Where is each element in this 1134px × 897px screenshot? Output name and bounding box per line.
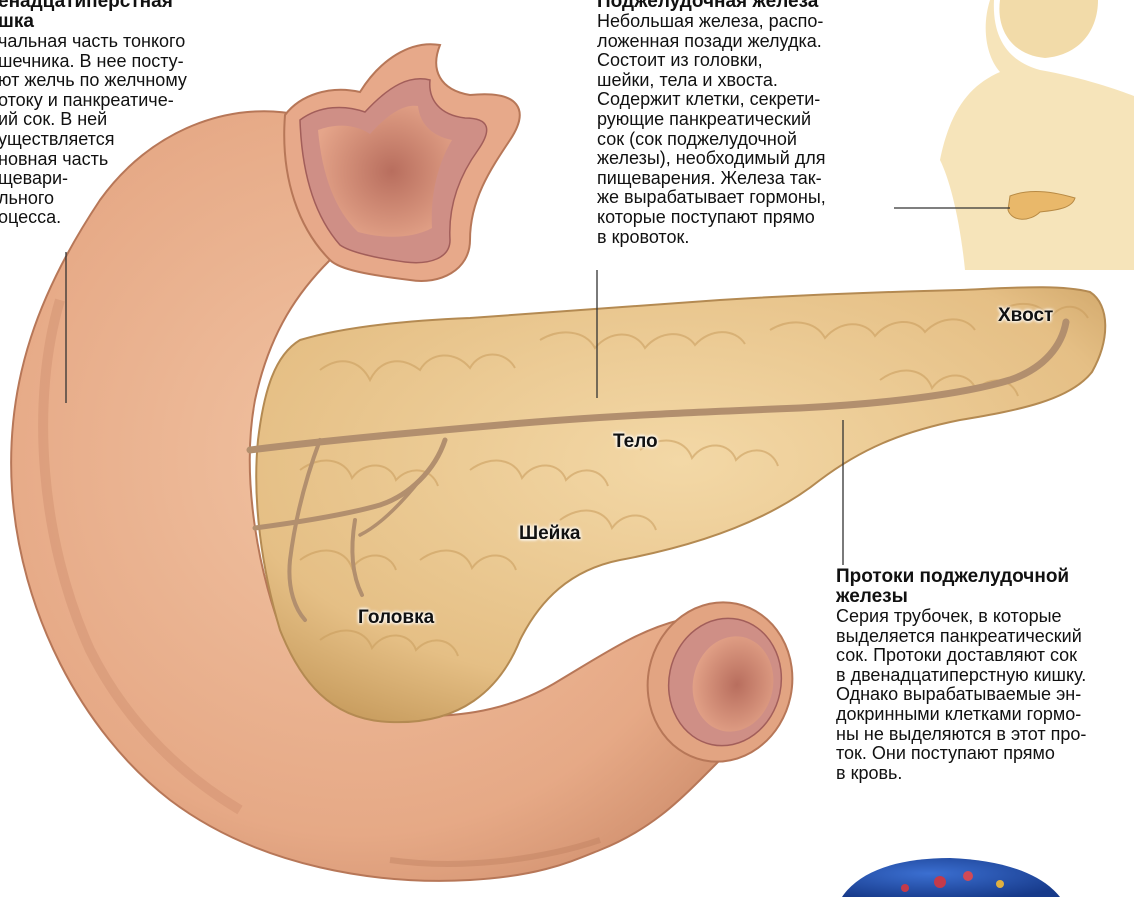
- duodenum-text-line-5: ий сок. В ней: [0, 110, 187, 130]
- duodenum-text-line-4: отоку и панкреатиче-: [0, 91, 187, 111]
- label-head: Головка: [358, 608, 434, 628]
- pancreas-text-line-2: ложенная позади желудка.: [597, 32, 826, 52]
- ducts-text-line-4: в двенадцатиперстную кишку.: [836, 666, 1086, 686]
- pancreas-text-line-1: Небольшая железа, распо-: [597, 12, 826, 32]
- ducts-text-line-7: ны не выделяются в этот про-: [836, 725, 1086, 745]
- duodenum-text-line-10: оцесса.: [0, 208, 187, 228]
- duodenum-text-line-7: новная часть: [0, 150, 187, 170]
- cell-micrograph: [842, 858, 1060, 897]
- pancreas-text-line-9: пищеварения. Железа так-: [597, 169, 826, 189]
- label-neck: Шейка: [519, 524, 580, 544]
- pancreas-text-line-7: сок (сок поджелудочной: [597, 130, 826, 150]
- pancreas-text-line-12: в кровоток.: [597, 228, 826, 248]
- ducts-text-line-1: Серия трубочек, в которые: [836, 607, 1086, 627]
- ducts-text-line-9: в кровь.: [836, 764, 1086, 784]
- ducts-text: Протоки поджелудочной железы Серия трубо…: [836, 567, 1086, 783]
- duodenum-text-line-3: ют желчь по желчному: [0, 71, 187, 91]
- duodenum-text: енадцатиперстная шка чальная часть тонко…: [0, 0, 187, 228]
- pancreas-text-line-3: Состоит из головки,: [597, 51, 826, 71]
- ducts-title-line-1: Протоки поджелудочной: [836, 567, 1086, 587]
- ducts-text-line-8: ток. Они поступают прямо: [836, 744, 1086, 764]
- pancreas-text-line-5: Содержит клетки, секрети-: [597, 90, 826, 110]
- pancreas-text-line-10: же вырабатывает гормоны,: [597, 188, 826, 208]
- label-tail: Хвост: [998, 306, 1053, 326]
- label-body: Тело: [613, 432, 658, 452]
- ducts-text-line-2: выделяется панкреатический: [836, 627, 1086, 647]
- duodenum-text-line-6: уществляется: [0, 130, 187, 150]
- body-figure: [940, 0, 1134, 270]
- ducts-text-line-3: сок. Протоки доставляют сок: [836, 646, 1086, 666]
- ducts-text-line-5: Однако вырабатываемые эн-: [836, 685, 1086, 705]
- pancreas-text-line-4: шейки, тела и хвоста.: [597, 71, 826, 91]
- pancreas-text-line-6: рующие панкреатический: [597, 110, 826, 130]
- duodenum-text-line-1: чальная часть тонкого: [0, 32, 187, 52]
- pancreas-text-line-8: железы), необходимый для: [597, 149, 826, 169]
- pancreas-text-line-11: которые поступают прямо: [597, 208, 826, 228]
- ducts-text-line-6: докринными клетками гормо-: [836, 705, 1086, 725]
- duodenum-text-line-8: щевари-: [0, 169, 187, 189]
- duodenum-text-line-9: льного: [0, 189, 187, 209]
- ducts-title-line-2: железы: [836, 587, 1086, 607]
- duodenum-text-line-2: шечника. В нее посту-: [0, 52, 187, 72]
- pancreas-text: Поджелудочная железа Небольшая железа, р…: [597, 0, 826, 247]
- duodenum-title-line-2: шка: [0, 12, 187, 32]
